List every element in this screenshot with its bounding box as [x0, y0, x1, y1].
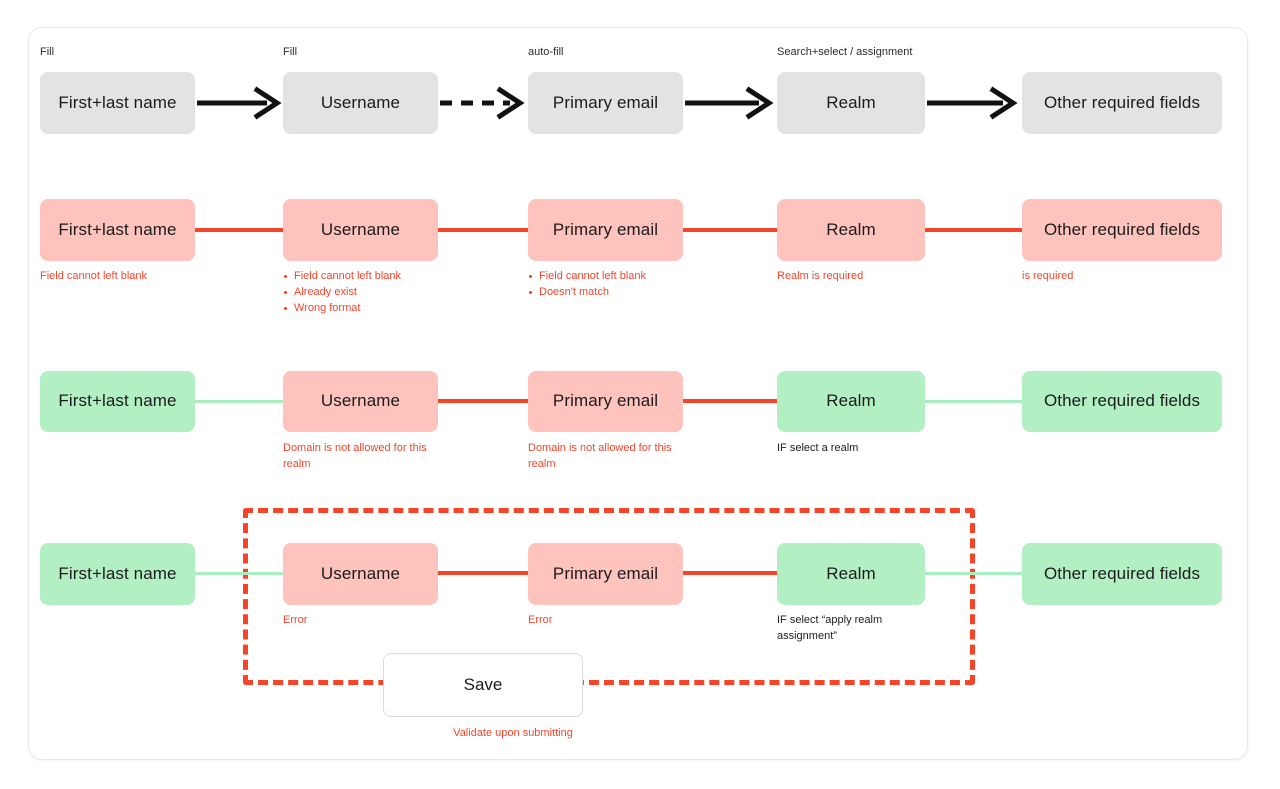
- node-row4-realm[interactable]: Realm: [777, 543, 925, 605]
- node-row3-realm[interactable]: Realm: [777, 371, 925, 432]
- caption-row1-col2: Fill: [283, 46, 298, 58]
- dashed-arrow-icon-row1-2: [440, 86, 525, 120]
- note-line: Domain is not allowed for this realm: [283, 442, 427, 470]
- note-row3-col2: Domain is not allowed for this realm: [283, 441, 438, 473]
- node-row4-first-last-name[interactable]: First+last name: [40, 543, 195, 605]
- note-line: Error: [283, 614, 308, 626]
- note-line: Field cannot left blank: [40, 270, 148, 282]
- connector-row2-3: [683, 228, 777, 232]
- connector-row3-3: [683, 399, 777, 403]
- solid-arrow-icon-row1-3: [685, 86, 774, 120]
- node-row4-username[interactable]: Username: [283, 543, 438, 605]
- note-row2-col4: Realm is required: [777, 269, 937, 285]
- node-row4-other-required-fields[interactable]: Other required fields: [1022, 543, 1222, 605]
- node-row1-realm[interactable]: Realm: [777, 72, 925, 134]
- note-row2-col5: is required: [1022, 269, 1202, 285]
- note-line: Already exist: [283, 285, 463, 301]
- note-line: Validate upon submitting: [453, 727, 573, 739]
- note-row2-col1: Field cannot left blank: [40, 269, 230, 285]
- connector-row3-4: [925, 400, 1022, 403]
- node-row2-username[interactable]: Username: [283, 199, 438, 261]
- solid-arrow-icon-row1-4: [927, 86, 1018, 120]
- caption-row1-col1: Fill: [40, 46, 55, 58]
- note-line: Doesn't match: [528, 285, 708, 301]
- note-row4-col4: IF select “apply realm assignment”: [777, 613, 907, 645]
- node-row1-other-required-fields[interactable]: Other required fields: [1022, 72, 1222, 134]
- note-line: Wrong format: [283, 301, 463, 317]
- note-line: IF select “apply realm assignment”: [777, 614, 883, 642]
- note-row3-col4: IF select a realm: [777, 441, 937, 457]
- connector-row2-4: [925, 228, 1022, 232]
- connector-row4-4: [925, 572, 1022, 575]
- node-row2-realm[interactable]: Realm: [777, 199, 925, 261]
- connector-row3-2: [438, 399, 528, 403]
- note-line: Field cannot left blank: [283, 269, 463, 285]
- node-row4-primary-email[interactable]: Primary email: [528, 543, 683, 605]
- solid-arrow-icon-row1-1: [197, 86, 282, 120]
- note-line: Error: [528, 614, 553, 626]
- connector-row2-2: [438, 228, 528, 232]
- note-row2-col3: Field cannot left blank Doesn't match: [528, 269, 708, 301]
- note-row4-col3: Error: [528, 613, 678, 629]
- save-button[interactable]: Save: [383, 653, 583, 717]
- node-row1-first-last-name[interactable]: First+last name: [40, 72, 195, 134]
- connector-row4-1: [195, 572, 283, 575]
- node-row2-other-required-fields[interactable]: Other required fields: [1022, 199, 1222, 261]
- connector-row4-2: [438, 571, 528, 575]
- caption-row1-col4: Search+select / assignment: [777, 46, 913, 58]
- note-line: is required: [1022, 270, 1074, 282]
- node-row1-username[interactable]: Username: [283, 72, 438, 134]
- connector-row2-1: [195, 228, 283, 232]
- note-row4-col2: Error: [283, 613, 433, 629]
- node-row2-first-last-name[interactable]: First+last name: [40, 199, 195, 261]
- node-row2-primary-email[interactable]: Primary email: [528, 199, 683, 261]
- connector-row4-3: [683, 571, 777, 575]
- node-row3-username[interactable]: Username: [283, 371, 438, 432]
- caption-row1-col3: auto-fill: [528, 46, 564, 58]
- note-save-button: Validate upon submitting: [383, 726, 643, 742]
- note-line: Domain is not allowed for this realm: [528, 442, 672, 470]
- node-row3-first-last-name[interactable]: First+last name: [40, 371, 195, 432]
- validate-on-submit-group: [243, 508, 975, 685]
- node-row1-primary-email[interactable]: Primary email: [528, 72, 683, 134]
- note-row3-col3: Domain is not allowed for this realm: [528, 441, 683, 473]
- node-row3-primary-email[interactable]: Primary email: [528, 371, 683, 432]
- note-line: IF select a realm: [777, 442, 859, 454]
- note-line: Field cannot left blank: [528, 269, 708, 285]
- note-row2-col2: Field cannot left blank Already exist Wr…: [283, 269, 463, 317]
- note-line: Realm is required: [777, 270, 864, 282]
- connector-row3-1: [195, 400, 283, 403]
- node-row3-other-required-fields[interactable]: Other required fields: [1022, 371, 1222, 432]
